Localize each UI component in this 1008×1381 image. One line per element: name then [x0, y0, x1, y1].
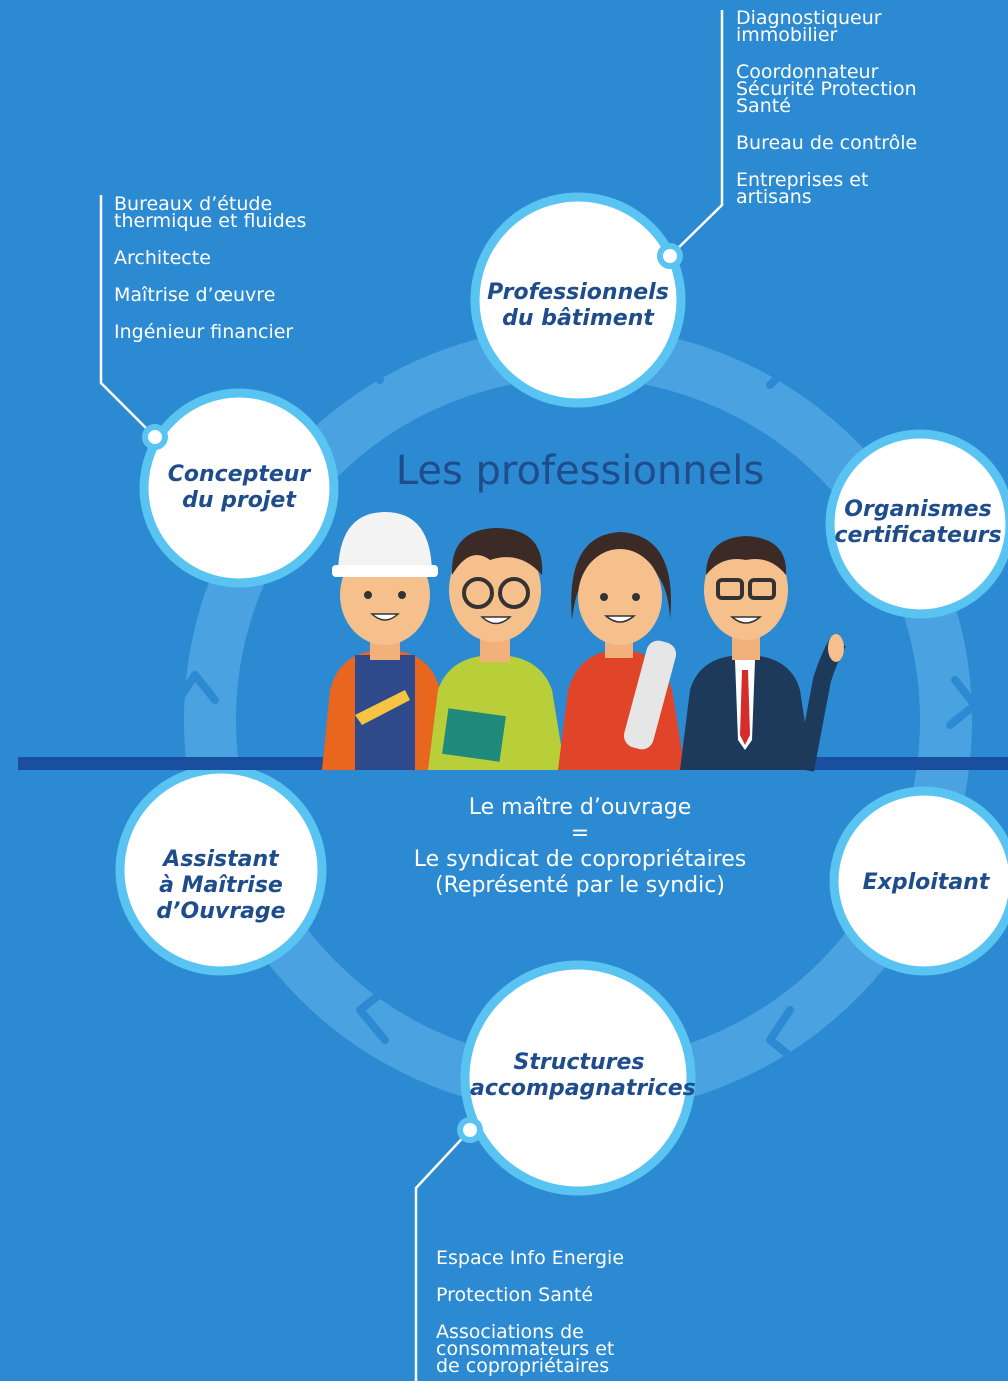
connector-dot [142, 424, 168, 450]
arrow-chevron [946, 676, 979, 729]
list-item: Protection Santé [436, 1284, 594, 1306]
node-exploitant-label: Exploitant [862, 870, 990, 895]
list-item: Ingénieur financier [114, 321, 294, 343]
center-line: = [570, 821, 590, 846]
list-professionnels: Diagnostiqueur immobilier Coordonnateur … [736, 7, 918, 208]
connector-dots [142, 243, 683, 1143]
connector-dot [457, 1117, 483, 1143]
node-structures-circle [460, 960, 696, 1196]
center-line: (Représenté par le syndic) [435, 873, 725, 898]
list-structures: Espace Info Energie Protection Santé Ass… [436, 1247, 625, 1377]
cycle-arrows [171, 336, 979, 1064]
arrow-chevron [766, 1006, 799, 1064]
connector-professionnels [669, 10, 724, 257]
list-item: Coordonnateur Sécurité Protection Santé [736, 61, 917, 117]
list-item: Maîtrise d’œuvre [114, 284, 276, 306]
list-item: Bureau de contrôle [736, 132, 918, 154]
arrow-chevron [171, 671, 219, 709]
center-line: Le maître d’ouvrage [468, 795, 692, 820]
node-exploitant-circle [829, 786, 1008, 976]
list-item: Bureaux d’étude thermique et fluides [114, 193, 307, 232]
node-assistant-label: Assistant à Maîtrise d’Ouvrage [156, 847, 286, 924]
node-concepteur-label: Concepteur du projet [167, 462, 311, 513]
connector-lines [99, 10, 724, 1381]
node-concepteur-circle [139, 388, 339, 588]
list-item: Entreprises et artisans [736, 169, 869, 208]
woman-figure [558, 532, 685, 770]
center-text: Le maître d’ouvrage = Le syndicat de cop… [360, 795, 800, 899]
node-structures-label: Structures accompagnatrices [470, 1050, 696, 1101]
diagram-heading: Les professionnels [395, 448, 765, 494]
designer-figure [428, 528, 565, 770]
center-line: Le syndicat de copropriétaires [413, 847, 747, 872]
people-illustration [322, 512, 846, 772]
list-concepteur: Bureaux d’étude thermique et fluides Arc… [114, 193, 307, 343]
arrow-chevron [766, 336, 799, 389]
connector-concepteur [99, 195, 156, 438]
connector-dot [657, 243, 683, 269]
list-item: Diagnostiqueur immobilier [736, 7, 882, 46]
list-item: Espace Info Energie [436, 1247, 625, 1269]
list-item: Architecte [114, 247, 211, 269]
node-professionnels-label: Professionnels du bâtiment [487, 280, 669, 331]
node-professionnels-circle [470, 192, 686, 408]
node-organismes-label: Organismes certificateurs [834, 497, 1002, 548]
list-item: Associations de consommateurs et de copr… [436, 1321, 615, 1377]
connector-structures [414, 1129, 471, 1381]
manager-figure [680, 536, 846, 772]
worker-figure [322, 512, 448, 770]
node-organismes-circle [825, 429, 1008, 619]
arrow-chevron [331, 351, 384, 384]
node-circles [115, 192, 1008, 1196]
arrow-chevron [356, 986, 389, 1044]
